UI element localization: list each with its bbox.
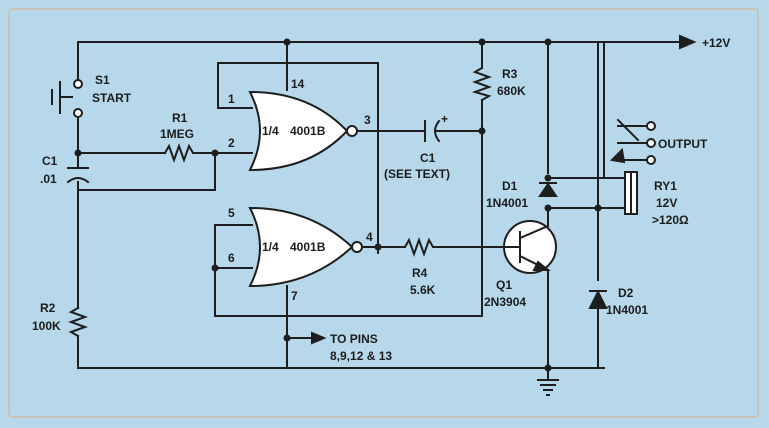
d1-part-label: 1N4001 bbox=[486, 196, 528, 210]
r4-ref-label: R4 bbox=[412, 266, 428, 280]
relay-voltage-label: 12V bbox=[656, 196, 677, 210]
gate-a-pin2-label: 2 bbox=[228, 136, 235, 150]
r1-value-label: 1MEG bbox=[160, 127, 194, 141]
c1-coupling-ref-label: C1 bbox=[420, 151, 436, 165]
c1-coupling-note-label: (SEE TEXT) bbox=[384, 167, 450, 181]
r3-value-label: 680K bbox=[497, 84, 526, 98]
resistor-r2 bbox=[68, 306, 88, 338]
junction-dots bbox=[74, 38, 602, 372]
pins-note-line1: TO PINS bbox=[330, 332, 378, 346]
q1-part-label: 2N3904 bbox=[484, 295, 526, 309]
resistor-r3 bbox=[471, 66, 492, 102]
c1-coupling-polarity-label: + bbox=[441, 112, 448, 126]
capacitor-c1-coupling bbox=[424, 119, 441, 143]
gate-a-pin1-label: 1 bbox=[228, 92, 235, 106]
nor-gate-b bbox=[248, 206, 363, 288]
d2-ref-label: D2 bbox=[618, 286, 634, 300]
r3-ref-label: R3 bbox=[502, 67, 518, 81]
gate-b-part-label: 4001B bbox=[290, 240, 326, 254]
supply-arrow-icon bbox=[679, 34, 697, 50]
s1-ref-label: S1 bbox=[95, 73, 110, 87]
d1-ref-label: D1 bbox=[502, 179, 518, 193]
c1-timing-value-label: .01 bbox=[40, 172, 57, 186]
wires bbox=[77, 41, 681, 381]
gate-a-part-label: 4001B bbox=[290, 124, 326, 138]
relay-ref-label: RY1 bbox=[654, 179, 677, 193]
s1-name-label: START bbox=[92, 91, 132, 105]
relay-resistance-label: >120Ω bbox=[652, 213, 689, 227]
gate-b-pin4-label: 4 bbox=[366, 230, 373, 244]
gate-b-fraction-label: 1/4 bbox=[262, 240, 279, 254]
q1-ref-label: Q1 bbox=[496, 278, 512, 292]
pins-note-line2: 8,9,12 & 13 bbox=[330, 349, 392, 363]
output-label: OUTPUT bbox=[658, 137, 708, 151]
r2-ref-label: R2 bbox=[40, 301, 56, 315]
r1-ref-label: R1 bbox=[172, 111, 188, 125]
r2-value-label: 100K bbox=[32, 319, 61, 333]
diode-d2 bbox=[588, 289, 608, 309]
relay-contacts bbox=[609, 118, 656, 165]
pins-arrow-icon bbox=[311, 331, 327, 345]
relay-coil-ry1 bbox=[624, 171, 638, 215]
gate-a-pin3-label: 3 bbox=[364, 113, 371, 127]
switch-s1 bbox=[51, 79, 83, 118]
supply-label: +12V bbox=[702, 36, 730, 50]
capacitor-c1-timing bbox=[66, 167, 90, 184]
ground-icon bbox=[537, 379, 559, 396]
r4-value-label: 5.6K bbox=[410, 283, 436, 297]
gate-b-pin5-label: 5 bbox=[228, 206, 235, 220]
transistor-q1 bbox=[503, 220, 557, 274]
resistor-r4 bbox=[403, 237, 438, 257]
gate-a-fraction-label: 1/4 bbox=[262, 124, 279, 138]
resistor-r1 bbox=[163, 143, 196, 163]
nor-gate-a bbox=[248, 90, 358, 172]
d2-part-label: 1N4001 bbox=[606, 303, 648, 317]
diode-d1 bbox=[538, 182, 558, 197]
gate-b-pin7-label: 7 bbox=[291, 289, 298, 303]
gate-a-pin14-label: 14 bbox=[291, 77, 305, 91]
gate-b-pin6-label: 6 bbox=[228, 251, 235, 265]
c1-timing-ref-label: C1 bbox=[42, 154, 58, 168]
